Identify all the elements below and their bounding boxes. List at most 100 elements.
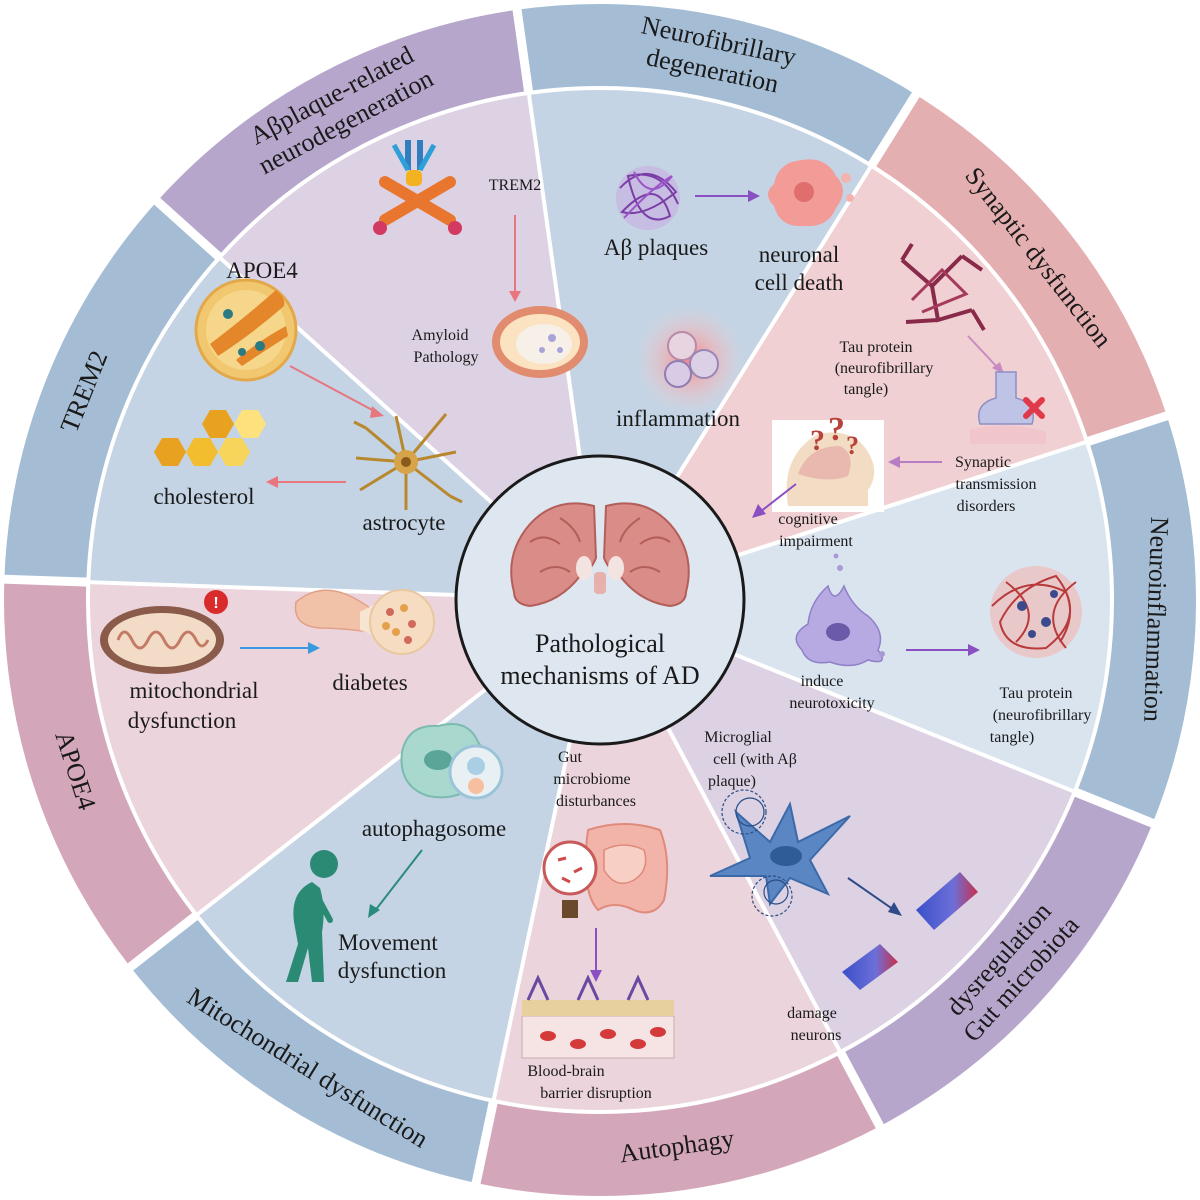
arrowhead (968, 644, 980, 656)
barrier-icon (521, 974, 675, 1059)
autophagy-arrow (373, 849, 423, 913)
mito-label-line2: dysfunction (128, 708, 237, 733)
arrowhead (308, 642, 320, 654)
separator-inner (674, 164, 874, 479)
tau-arrow (967, 335, 999, 369)
sector-band-gut (840, 791, 1153, 1127)
sector-label-neuroinflammation: Neuroinflammation (1138, 516, 1174, 722)
sector-separators (0, 5, 1173, 1188)
svg-text:?: ? (828, 411, 845, 448)
abeta-plaques-label: Aβ plaques (604, 235, 708, 260)
separator-outer (1073, 787, 1158, 829)
alert-icon: ! (204, 590, 228, 614)
arrowhead (509, 291, 521, 302)
separator-outer (151, 195, 223, 261)
separator-outer (512, 5, 534, 94)
immune-cells-icon (635, 305, 745, 415)
tau2-label-line3: tangle) (990, 729, 1034, 746)
svg-text:?: ? (846, 431, 859, 460)
neuron-cell-icon (795, 553, 885, 667)
tau-label-line3: tangle) (844, 381, 888, 398)
tau2-label-line1: Tau protein (999, 685, 1072, 702)
inflammation-label: inflammation (616, 406, 740, 431)
sector-band-synaptic (871, 94, 1167, 442)
svg-text:!: ! (213, 595, 218, 612)
blood-vessel-icon (492, 306, 588, 378)
cell-death-label-line2: cell death (755, 270, 844, 295)
neurotox-label-line2: neurotoxicity (789, 695, 874, 712)
microbe-magnifier-icon (542, 840, 598, 918)
arrowhead (370, 406, 384, 418)
separator-inner (491, 740, 573, 1102)
separator-inner (665, 726, 843, 1054)
gut-label-line2: microbiome (553, 771, 630, 788)
neuroinflammation-sector-content: Microglial cell (with Aβ plaque) damage … (704, 729, 978, 1044)
separator-outer (836, 1049, 886, 1132)
center-circle (454, 454, 746, 746)
sector-inner-neuroinflammation (733, 441, 1113, 792)
broken-axon-icon (842, 872, 978, 990)
separator-inner (526, 92, 582, 458)
center-hub: Pathological mechanisms of AD (454, 454, 746, 746)
bbb-label-line1: Blood-brain (527, 1063, 604, 1080)
tau2-label-line2: (neurofibrillary (993, 707, 1092, 724)
tau-tangle-icon (990, 566, 1082, 658)
stooped-person-icon (286, 850, 338, 982)
arrowhead (992, 362, 1004, 374)
amyloid-label-line1: Amyloid (412, 327, 469, 344)
arrowhead (266, 476, 278, 488)
astrocyte-label: astrocyte (362, 510, 445, 535)
separator-outer (867, 88, 922, 169)
trem2-sector-content: TREM2 Amyloid Pathology (373, 140, 588, 378)
amyloid-plaque-icon (616, 166, 680, 230)
apoe4-arrow (289, 365, 377, 413)
microglia-label-line1: Microglial (704, 729, 772, 746)
diabetes-label: diabetes (332, 670, 407, 695)
sector-band-trem2 (4, 201, 220, 583)
pancreas-icon (294, 589, 435, 655)
microglia-label-line2: cell (with Aβ (713, 751, 797, 768)
sector-band-apoe4 (3, 579, 197, 967)
cholesterol-label: cholesterol (154, 484, 255, 509)
arrowhead (752, 504, 766, 518)
lipoprotein-icon (194, 278, 298, 382)
intestine-icon (584, 823, 669, 914)
sector-inner-trem2 (88, 257, 493, 595)
cell-death-label-line1: neuronal (759, 242, 839, 267)
center-title-line1: Pathological (535, 629, 665, 658)
tau-tangle-icon (900, 242, 986, 332)
microglia-icon (709, 789, 851, 917)
apoe4-item-label: APOE4 (226, 258, 298, 283)
mito-label-line1: mitochondrial (129, 678, 258, 703)
damage-label-line2: neurons (791, 1027, 842, 1044)
gut-label-line1: Gut (558, 749, 583, 766)
gut-label-line3: disturbances (556, 793, 636, 810)
gut-sector-content: Gut microbiome disturbances Blood-brain (521, 749, 675, 1102)
movement-label-line2: dysfunction (338, 958, 447, 983)
separator-outer (470, 1099, 498, 1188)
separator-inner (736, 439, 1088, 558)
dying-cell-icon (768, 159, 854, 227)
arrowhead (748, 190, 760, 202)
synaptic-label-line2: transmission (956, 476, 1037, 493)
separator-inner (732, 652, 1076, 794)
abeta-sector-content: Aβ plaques neuronal cell death inflammat… (604, 159, 854, 431)
sector-inner-gut (667, 653, 1075, 1053)
synaptic-sector-content: induce neurotoxicity Tau protein (neurof… (789, 553, 1092, 746)
tau-label-line2: (neurofibrillary (835, 360, 934, 377)
sector-band-neuroinflammation (1074, 415, 1196, 824)
amyloid-label-line2: Pathology (414, 349, 479, 366)
trem2-receptor-icon (373, 140, 462, 235)
confused-head-icon: ? ? ? (772, 411, 884, 512)
synaptic-label-line3: disorders (957, 498, 1016, 515)
trem2-item-label: TREM2 (489, 177, 541, 194)
synaptic-label-line1: Synaptic (955, 454, 1011, 471)
microglia-arrow (847, 877, 895, 911)
cholesterol-molecule-icon (154, 410, 266, 466)
bbb-label-line2: barrier disruption (540, 1085, 652, 1102)
separator-outer (124, 911, 200, 973)
center-title-line2: mechanisms of AD (500, 661, 699, 690)
mitochondrion-icon (100, 606, 224, 674)
arrowhead (590, 970, 602, 982)
